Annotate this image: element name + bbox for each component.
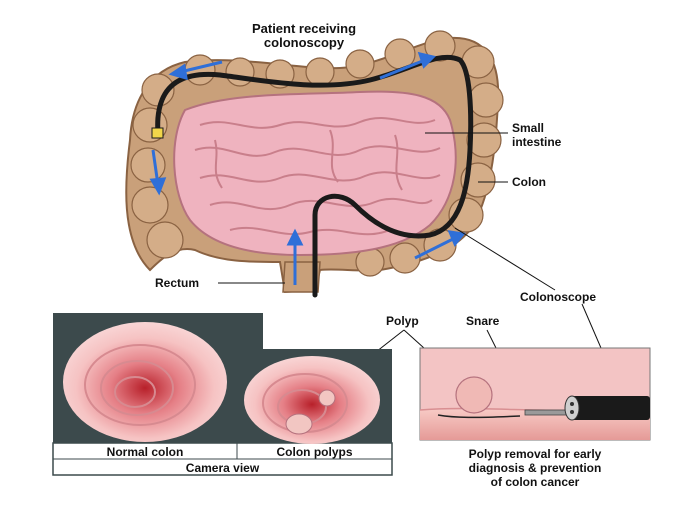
title: Patient receiving colonoscopy <box>234 22 374 50</box>
scope-tip <box>151 127 164 139</box>
polyp-removal-caption-line1: Polyp removal for early <box>468 447 602 461</box>
polyp-colon-view <box>244 356 380 444</box>
small-intestine-illustration <box>173 90 457 257</box>
colon-polyps-caption: Colon polyps <box>276 445 353 459</box>
intestine-coils <box>194 117 441 236</box>
title-line2: colonoscopy <box>263 35 345 50</box>
polyp-large <box>285 413 313 435</box>
colonoscope-label: Colonoscope <box>520 290 597 304</box>
direction-arrows <box>149 51 466 285</box>
polyp-removal-caption: Polyp removal for early diagnosis & prev… <box>420 447 650 489</box>
polyp-removal-caption-line3: of colon cancer <box>490 475 580 489</box>
colon-label: Colon <box>512 175 546 189</box>
camera-view-caption: Camera view <box>185 461 260 475</box>
camera-view-panel <box>52 313 393 476</box>
snare-wire <box>437 414 521 419</box>
removal-polyp <box>455 376 493 414</box>
small-intestine-label: Small intestine <box>512 121 561 149</box>
small-intestine-label-line1: Small <box>512 121 545 135</box>
small-intestine-label-line2: intestine <box>512 135 562 149</box>
snare-sheath <box>524 409 571 416</box>
title-line1: Patient receiving <box>251 21 357 36</box>
normal-colon-caption: Normal colon <box>106 445 184 459</box>
polyp-label: Polyp <box>386 314 419 328</box>
rectum-illustration <box>282 261 321 293</box>
rectum-label: Rectum <box>155 276 200 290</box>
polyp-removal-caption-line2: diagnosis & prevention <box>468 461 602 475</box>
colonoscope-head <box>570 396 650 420</box>
scope-lens <box>564 395 580 421</box>
normal-colon-view <box>63 322 227 442</box>
polyp-removal-panel <box>419 347 651 441</box>
snare-label: Snare <box>466 314 500 328</box>
normal-colon-folds <box>84 344 196 426</box>
polyp-small <box>318 389 336 407</box>
